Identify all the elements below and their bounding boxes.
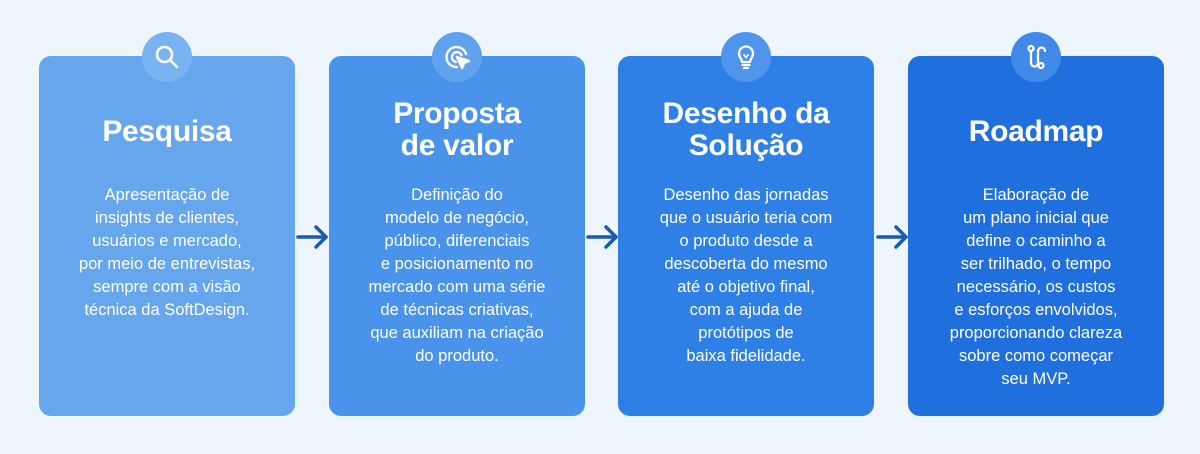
step-card-roadmap: Roadmap Elaboração de um plano inicial q… (908, 56, 1164, 416)
arrow-right-icon (586, 222, 620, 252)
step-description: Elaboração de um plano inicial que defin… (949, 186, 1123, 388)
step-card-proposta-de-valor: Proposta de valor Definição do modelo de… (329, 56, 585, 416)
arrow-right-icon (876, 222, 910, 252)
arrow-right-icon (296, 222, 330, 252)
lightbulb-icon (721, 32, 771, 82)
step-description: Apresentação de insights de clientes, us… (78, 186, 256, 319)
step-title: Desenho da Solução (662, 97, 830, 162)
route-icon (1011, 32, 1061, 82)
step-card-desenho-da-solucao: Desenho da Solução Desenho das jornadas … (618, 56, 874, 416)
step-description: Desenho das jornadas que o usuário teria… (659, 186, 833, 365)
step-title: Proposta de valor (393, 97, 521, 162)
step-title: Pesquisa (102, 115, 232, 148)
target-click-icon (432, 32, 482, 82)
step-title: Roadmap (968, 115, 1104, 148)
step-card-pesquisa: Pesquisa Apresentação de insights de cli… (39, 56, 295, 416)
search-icon (142, 32, 192, 82)
step-description: Definição do modelo de negócio, público,… (368, 186, 546, 365)
